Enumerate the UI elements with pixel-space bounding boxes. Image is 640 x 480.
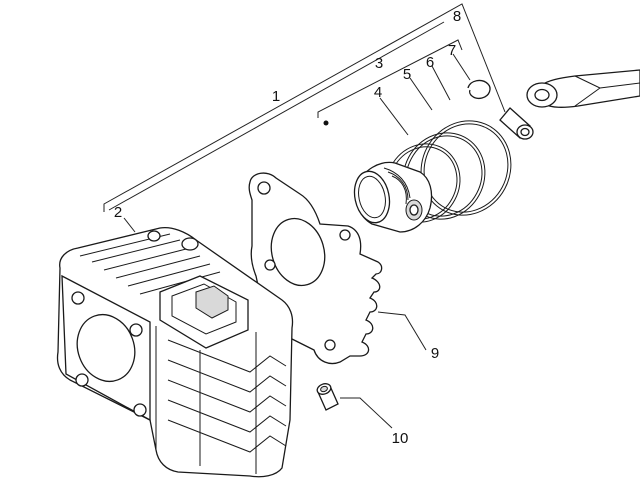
leader-5 [409,77,433,111]
leader-9 [377,311,427,351]
piston [353,161,433,233]
leader-6 [431,65,451,101]
cylinder [56,226,294,478]
callout-4: 4 [374,84,382,101]
leader-7 [452,53,471,81]
callout-3: 3 [375,55,383,72]
connecting-rod [526,69,640,108]
leader-4 [379,97,409,136]
callout-9: 9 [431,345,439,362]
callout-6: 6 [426,54,434,71]
marker-dot [323,120,329,126]
circlip [467,79,491,100]
leader-2 [123,217,136,233]
callout-5: 5 [403,66,411,83]
callout-8: 8 [453,8,461,25]
assembly-bracket-8 [103,3,506,212]
callout-2: 2 [114,204,122,221]
callout-10: 10 [392,430,409,447]
dowel-bushing [316,383,339,411]
callout-7: 7 [448,42,456,59]
callout-1: 1 [272,88,280,105]
piston-pin [499,107,534,140]
assembly-bracket-1 [108,21,445,211]
assembly-bracket-3 [317,39,463,118]
leader-10 [340,397,393,429]
